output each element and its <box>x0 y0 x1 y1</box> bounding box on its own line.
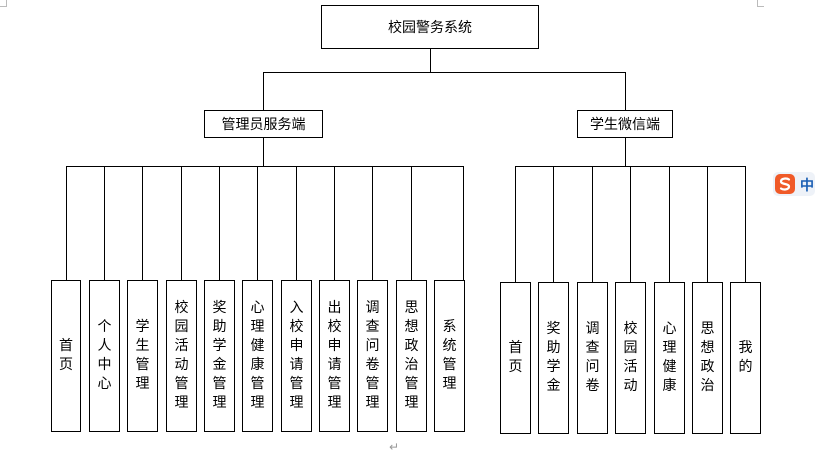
leaf-node-label: 首页 <box>59 338 73 373</box>
leaf-node: 首页 <box>500 282 531 434</box>
leaf-node-label: 校园活动 <box>623 321 638 394</box>
leaf-node: 出校申请管理 <box>319 280 350 432</box>
leaf-node: 个人中心 <box>89 280 120 432</box>
leaf-node-label: 个人中心 <box>97 319 112 392</box>
leaf-node-label: 系统管理 <box>442 319 457 392</box>
leaf-node: 系统管理 <box>434 280 465 432</box>
leaf-node: 调查问卷 <box>577 282 608 434</box>
leaf-node: 学生管理 <box>127 280 158 432</box>
root-node-label: 校园警务系统 <box>388 20 472 36</box>
leaf-node: 调查问卷管理 <box>357 280 388 432</box>
leaf-node-label: 心理健康 <box>662 321 677 394</box>
page-corner-mark <box>0 0 7 7</box>
leaf-node: 校园活动管理 <box>166 280 197 432</box>
leaf-node-label: 出校申请管理 <box>327 300 342 411</box>
leaf-node: 入校申请管理 <box>281 280 312 432</box>
leaf-node-label: 校园活动管理 <box>174 300 189 411</box>
leaf-node: 心理健康管理 <box>242 280 273 432</box>
leaf-node: 思想政治 <box>692 282 723 434</box>
leaf-node-label: 思想政治 <box>700 321 715 394</box>
leaf-node-label: 奖助学金 <box>546 321 561 394</box>
root-node: 校园警务系统 <box>321 5 539 49</box>
leaf-node-label: 首页 <box>508 340 523 375</box>
leaf-node: 心理健康 <box>654 282 685 434</box>
leaf-node: 奖助学金 <box>538 282 569 434</box>
ime-mode-label: 中 <box>800 178 814 194</box>
leaf-node-label: 思想政治管理 <box>404 300 419 411</box>
branch-node-label: 学生微信端 <box>590 117 660 133</box>
branch-node-admin: 管理员服务端 <box>204 110 323 138</box>
branch-node-student: 学生微信端 <box>577 110 673 138</box>
leaf-node-label: 心理健康管理 <box>250 300 265 411</box>
leaf-node: 思想政治管理 <box>396 280 427 432</box>
leaf-node-label: 奖助学金管理 <box>212 300 227 411</box>
paragraph-mark: ↵ <box>389 440 400 454</box>
leaf-node: 首页 <box>51 280 81 432</box>
leaf-node: 校园活动 <box>615 282 646 434</box>
leaf-node: 奖助学金管理 <box>204 280 235 432</box>
sogou-ime-indicator[interactable]: 中 <box>773 172 815 196</box>
leaf-node-label: 我的 <box>738 340 753 375</box>
leaf-node-label: 入校申请管理 <box>289 300 304 411</box>
sogou-ime-icon <box>773 172 815 196</box>
leaf-node-label: 调查问卷管理 <box>365 300 380 411</box>
branch-node-label: 管理员服务端 <box>221 117 306 133</box>
page-corner-mark <box>757 0 764 7</box>
leaf-node-label: 调查问卷 <box>585 321 600 394</box>
leaf-node: 我的 <box>730 282 761 434</box>
leaf-node-label: 学生管理 <box>135 319 150 392</box>
